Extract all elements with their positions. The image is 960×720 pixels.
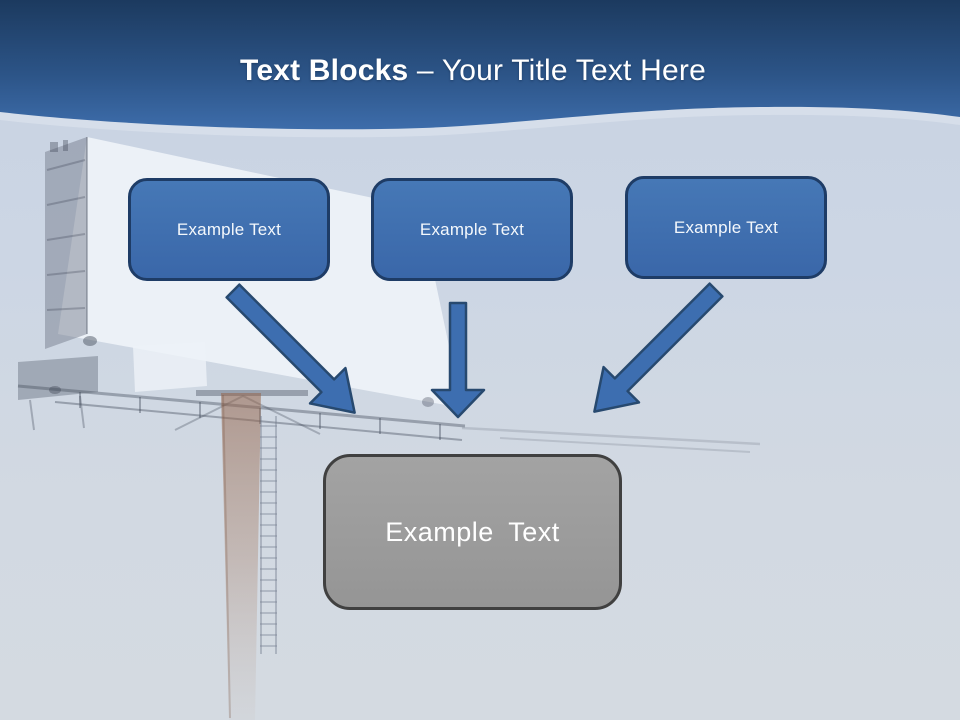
text-block-3-label: Example Text: [673, 217, 779, 237]
arrow-down-right-icon: [225, 283, 356, 414]
text-block-1[interactable]: Example Text: [128, 178, 330, 281]
left-billboard-edge: [18, 356, 98, 400]
slide-title[interactable]: Text Blocks – Your Title Text Here: [0, 54, 946, 88]
text-block-2[interactable]: Example Text: [371, 178, 573, 281]
text-block-3[interactable]: Example Text: [625, 176, 827, 279]
arrow-down-icon: [430, 301, 486, 419]
result-block[interactable]: Example Text: [323, 454, 622, 610]
text-block-1-label: Example Text: [176, 219, 282, 239]
catwalk-truss: [17, 384, 466, 441]
title-separator: –: [408, 54, 442, 87]
billboard-side-frame: [45, 137, 87, 349]
small-sign-panel: [133, 342, 207, 392]
billboard-pole: [221, 393, 261, 720]
text-block-2-label: Example Text: [419, 219, 525, 239]
floodlight-icon: [49, 386, 61, 394]
floodlight-icon: [422, 397, 434, 407]
floodlight-icon: [83, 336, 97, 346]
title-subtitle: Your Title Text Here: [441, 54, 706, 87]
pole-ladder: [260, 416, 277, 654]
arrow-down-left-icon: [593, 282, 724, 413]
title-emphasis: Text Blocks: [240, 54, 409, 87]
result-block-label: Example Text: [385, 516, 560, 547]
